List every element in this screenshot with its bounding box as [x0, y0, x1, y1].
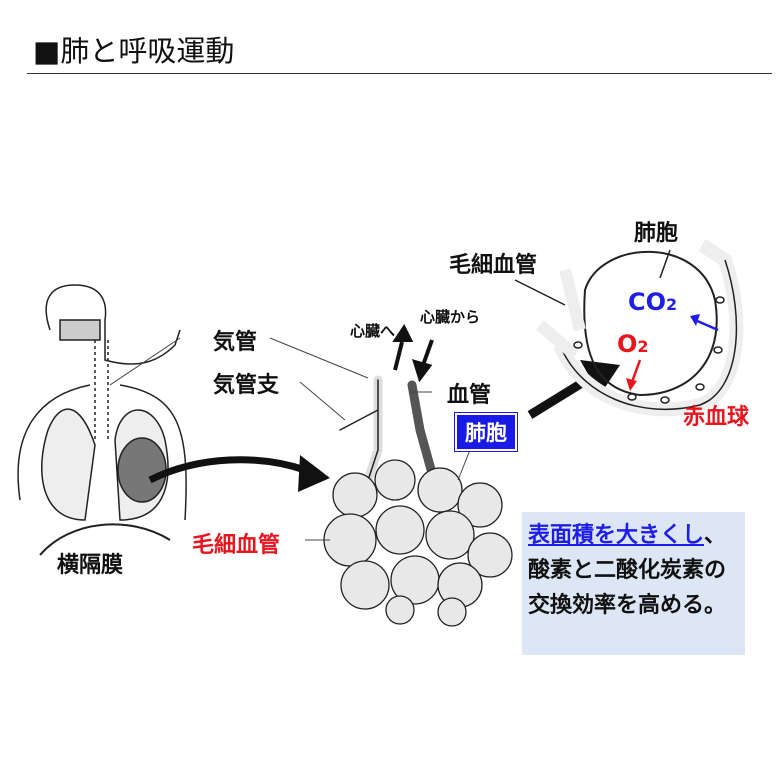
alveolus-detail [514, 239, 744, 417]
note-highlight: 表面積を大きくし [528, 523, 705, 548]
label-alveolus-detail: 肺胞 [634, 221, 679, 246]
label-diaphragm: 横隔膜 [57, 553, 124, 578]
label-o2: O2 [617, 330, 649, 358]
alveoli-cluster [323, 459, 513, 627]
label-capillary-detail: 毛細血管 [449, 253, 538, 278]
o2-subscript: 2 [637, 337, 649, 356]
title-divider [27, 73, 772, 74]
label-blood-vessel: 血管 [447, 383, 492, 408]
page-title: ■肺と呼吸運動 [33, 34, 235, 68]
zoom-arrow-1 [148, 455, 330, 492]
o2-text: O [617, 330, 638, 358]
leader-lines [109, 337, 471, 541]
label-red-blood-cell: 赤血球 [683, 405, 750, 430]
label-from-heart: 心臓から [420, 308, 481, 326]
label-bronchus: 気管支 [213, 373, 280, 398]
note-text: 、酸素と二酸化炭素の交換効率を高める。 [528, 523, 727, 618]
co2-subscript: 2 [666, 295, 678, 314]
human-torso [17, 284, 187, 556]
label-to-heart: 心臓へ [350, 322, 396, 340]
label-co2: CO2 [628, 288, 677, 316]
label-capillary: 毛細血管 [192, 533, 281, 558]
heart-flow-arrows [392, 324, 434, 383]
label-alveolus-tag: 肺胞 [454, 412, 518, 452]
explanation-note: 表面積を大きくし、酸素と二酸化炭素の交換効率を高める。 [522, 512, 745, 655]
co2-text: CO [628, 288, 667, 316]
gas-exchange-arrows [626, 314, 719, 391]
label-trachea: 気管 [213, 330, 258, 355]
